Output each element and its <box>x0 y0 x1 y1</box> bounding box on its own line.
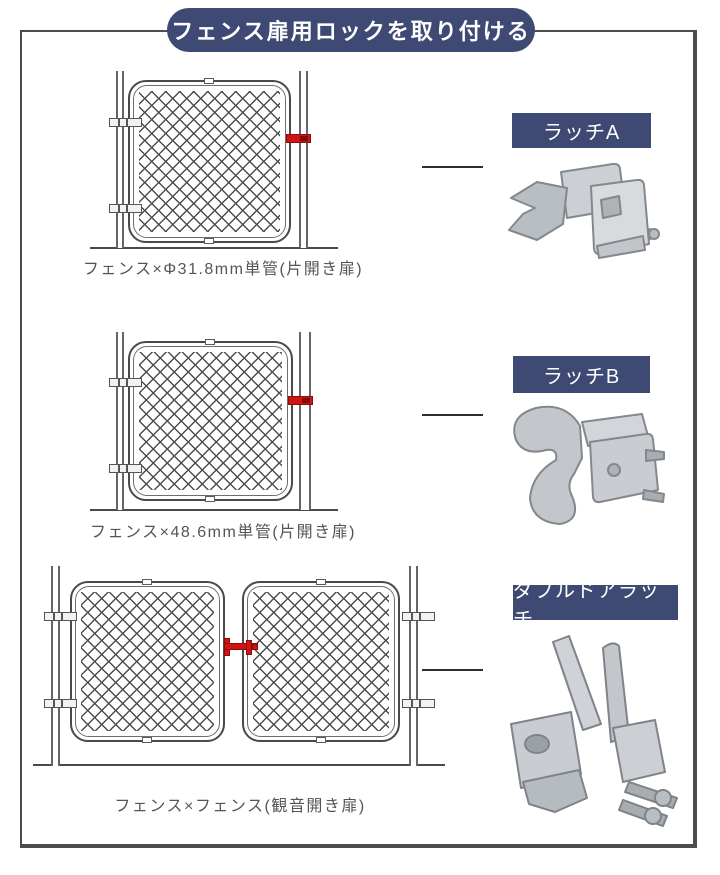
frame-tab <box>205 339 215 345</box>
hinge-icon <box>109 204 142 213</box>
diagram-caption-3: フェンス×フェンス(観音開き扉) <box>114 798 366 815</box>
hinge-icon <box>44 612 77 621</box>
gate-3-right <box>242 581 400 742</box>
ground-line-3 <box>33 764 445 766</box>
connector-line-1 <box>422 166 483 168</box>
latch-marker-1 <box>286 134 311 143</box>
double-latch-marker <box>252 644 258 650</box>
hinge-icon <box>109 118 142 127</box>
latch-a-icon <box>508 162 660 259</box>
gate-2-frame <box>133 346 288 496</box>
product-label-double-door-latch-text: ダブルドアラッチ <box>513 579 660 631</box>
ground-line-1 <box>90 247 338 249</box>
hinge-icon <box>109 464 142 473</box>
double-door-latch-icon <box>510 635 678 827</box>
product-label-latch-b: ラッチB <box>513 356 650 393</box>
hinge-icon <box>402 699 435 708</box>
diagram-caption-1: フェンス×Φ31.8mm単管(片開き扉) <box>82 261 364 278</box>
double-door-latch-photo <box>495 632 690 832</box>
gate-1 <box>128 80 291 243</box>
fence-post-right-1 <box>299 71 308 248</box>
double-latch-marker <box>246 640 252 655</box>
product-label-latch-a-text: ラッチA <box>542 122 621 144</box>
fence-post-left-2 <box>116 332 124 510</box>
gate-3-left <box>70 581 225 742</box>
fence-post-right-2 <box>299 332 311 510</box>
hinge-icon <box>109 378 142 387</box>
frame-tab <box>204 238 214 244</box>
gate-3-right-mesh <box>253 592 389 731</box>
latch-a-photo <box>497 158 663 273</box>
fence-post-right-3 <box>409 566 418 766</box>
frame-tab <box>142 579 152 585</box>
page-title-text: フェンス扉用ロックを取り付ける <box>171 19 531 44</box>
connector-line-3 <box>422 669 483 671</box>
latch-b-photo <box>494 398 666 533</box>
diagram-caption-2: フェンス×48.6mm単管(片開き扉) <box>90 524 356 541</box>
hinge-icon <box>44 699 77 708</box>
frame-tab <box>142 737 152 743</box>
frame-tab <box>316 737 326 743</box>
product-label-latch-a: ラッチA <box>512 113 651 148</box>
frame-tab <box>204 78 214 84</box>
gate-2 <box>128 341 293 501</box>
gate-3-left-mesh <box>81 592 214 731</box>
latch-b-icon <box>513 405 665 525</box>
fence-post-left-1 <box>116 71 124 248</box>
product-label-double-door-latch: ダブルドアラッチ <box>513 580 678 631</box>
gate-3-right-frame <box>247 586 395 737</box>
frame-tab <box>316 579 326 585</box>
latch-marker-2 <box>288 396 313 405</box>
hinge-icon <box>402 612 435 621</box>
page-title: フェンス扉用ロックを取り付ける <box>167 8 535 52</box>
product-label-latch-b-text: ラッチB <box>542 366 621 388</box>
fence-post-left-3 <box>51 566 60 766</box>
gate-2-mesh <box>139 352 282 490</box>
ground-line-2 <box>90 509 338 511</box>
gate-1-mesh <box>139 91 280 232</box>
frame-tab <box>205 496 215 502</box>
connector-line-2 <box>422 414 483 416</box>
gate-3-left-frame <box>75 586 220 737</box>
gate-1-frame <box>133 85 286 238</box>
